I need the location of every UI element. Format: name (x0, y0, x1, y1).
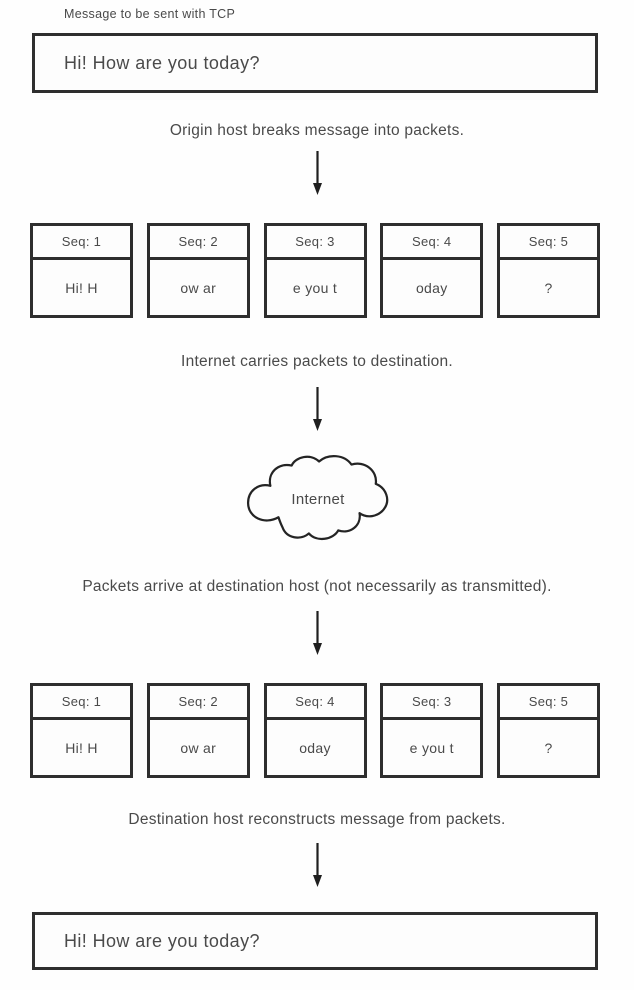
packet-box: Seq: 3 e you t (263, 223, 367, 318)
internet-cloud: Internet (242, 452, 394, 546)
packet-payload: e you t (292, 279, 338, 296)
down-arrow-icon (311, 611, 324, 655)
cloud-label: Internet (291, 491, 345, 508)
packet-payload: ow ar (180, 279, 217, 296)
received-packet-row: Seq: 1 Hi! H Seq: 2 ow ar Seq: 4 oday Se… (30, 683, 600, 778)
packet-seq-label: Seq: 4 (266, 686, 364, 720)
packet-box: Seq: 2 ow ar (146, 223, 250, 318)
packet-box: Seq: 1 Hi! H (30, 683, 133, 778)
packet-payload: ? (544, 739, 553, 756)
transmitted-packet-row: Seq: 1 Hi! H Seq: 2 ow ar Seq: 3 e you t… (30, 223, 600, 318)
packet-payload: Hi! H (65, 279, 98, 296)
packet-seq-label: Seq: 1 (33, 686, 130, 720)
packet-seq-label: Seq: 2 (149, 686, 247, 720)
packet-box: Seq: 5 ? (497, 683, 600, 778)
down-arrow-icon (311, 843, 324, 887)
original-message-text: Hi! How are you today? (64, 52, 260, 73)
packet-box: Seq: 4 oday (380, 223, 484, 318)
packet-seq-label: Seq: 2 (149, 226, 247, 260)
packet-seq-label: Seq: 3 (266, 226, 364, 260)
packet-box: Seq: 2 ow ar (146, 683, 250, 778)
reconstructed-message-box: Hi! How are you today? (32, 912, 598, 970)
packet-box: Seq: 1 Hi! H (30, 223, 133, 318)
packet-payload: e you t (409, 739, 454, 756)
packet-seq-label: Seq: 5 (500, 226, 597, 260)
packet-seq-label: Seq: 4 (383, 226, 481, 260)
packet-payload: Hi! H (65, 739, 98, 756)
caption-internet-carries: Internet carries packets to destination. (181, 353, 453, 370)
packet-box: Seq: 3 e you t (380, 683, 484, 778)
packet-payload: oday (415, 279, 448, 296)
reconstructed-message-text: Hi! How are you today? (64, 930, 260, 951)
down-arrow-icon (311, 387, 324, 431)
caption-packets-arrive: Packets arrive at destination host (not … (82, 578, 552, 595)
packet-payload: oday (299, 739, 331, 756)
packet-seq-label: Seq: 5 (500, 686, 597, 720)
down-arrow-icon (311, 151, 324, 195)
packet-payload: ow ar (180, 739, 217, 756)
caption-break-into-packets: Origin host breaks message into packets. (169, 122, 465, 139)
original-message-box: Hi! How are you today? (32, 33, 598, 93)
packet-box: Seq: 4 oday (263, 683, 367, 778)
packet-payload: ? (544, 279, 553, 296)
packet-seq-label: Seq: 3 (383, 686, 481, 720)
packet-seq-label: Seq: 1 (33, 226, 130, 260)
diagram-title-label: Message to be sent with TCP (64, 7, 236, 21)
caption-reconstructs-message: Destination host reconstructs message fr… (128, 811, 506, 828)
packet-box: Seq: 5 ? (497, 223, 600, 318)
